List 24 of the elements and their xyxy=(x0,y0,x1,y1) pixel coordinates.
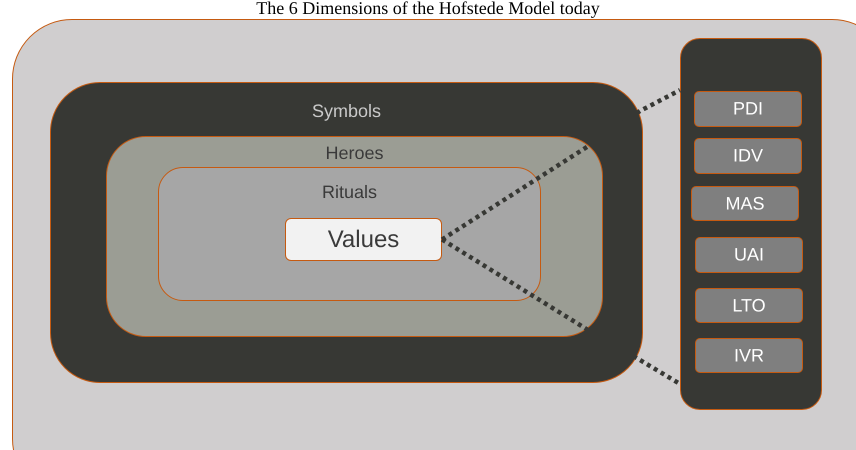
layer-label: Values xyxy=(326,226,400,254)
layer-label: IVR xyxy=(732,345,765,366)
layer-label: PDI xyxy=(732,98,764,120)
dimension-box xyxy=(694,91,802,127)
dotted-connector xyxy=(440,88,682,242)
layer-label: MAS xyxy=(724,193,766,214)
dimension-box xyxy=(695,237,803,273)
dimension-box xyxy=(691,186,799,221)
heroes-layer xyxy=(106,136,603,337)
layer-label: Heroes xyxy=(324,143,385,164)
layer-label: Rituals xyxy=(320,182,378,203)
dotted-connector xyxy=(440,238,682,386)
layer-label: UAI xyxy=(732,244,765,266)
layer-label: LTO xyxy=(731,295,767,316)
dimension-box xyxy=(694,138,802,174)
layer-label: Symbols xyxy=(310,101,382,122)
layer-label: IDV xyxy=(732,146,764,166)
values-box xyxy=(285,218,442,261)
dimension-box xyxy=(695,288,803,323)
rituals-layer xyxy=(158,167,541,301)
symbols-layer xyxy=(50,82,643,383)
dimensions-panel xyxy=(680,38,822,410)
dimension-box xyxy=(695,338,803,373)
title: The 6 Dimensions of the Hofstede Model today xyxy=(255,0,601,19)
